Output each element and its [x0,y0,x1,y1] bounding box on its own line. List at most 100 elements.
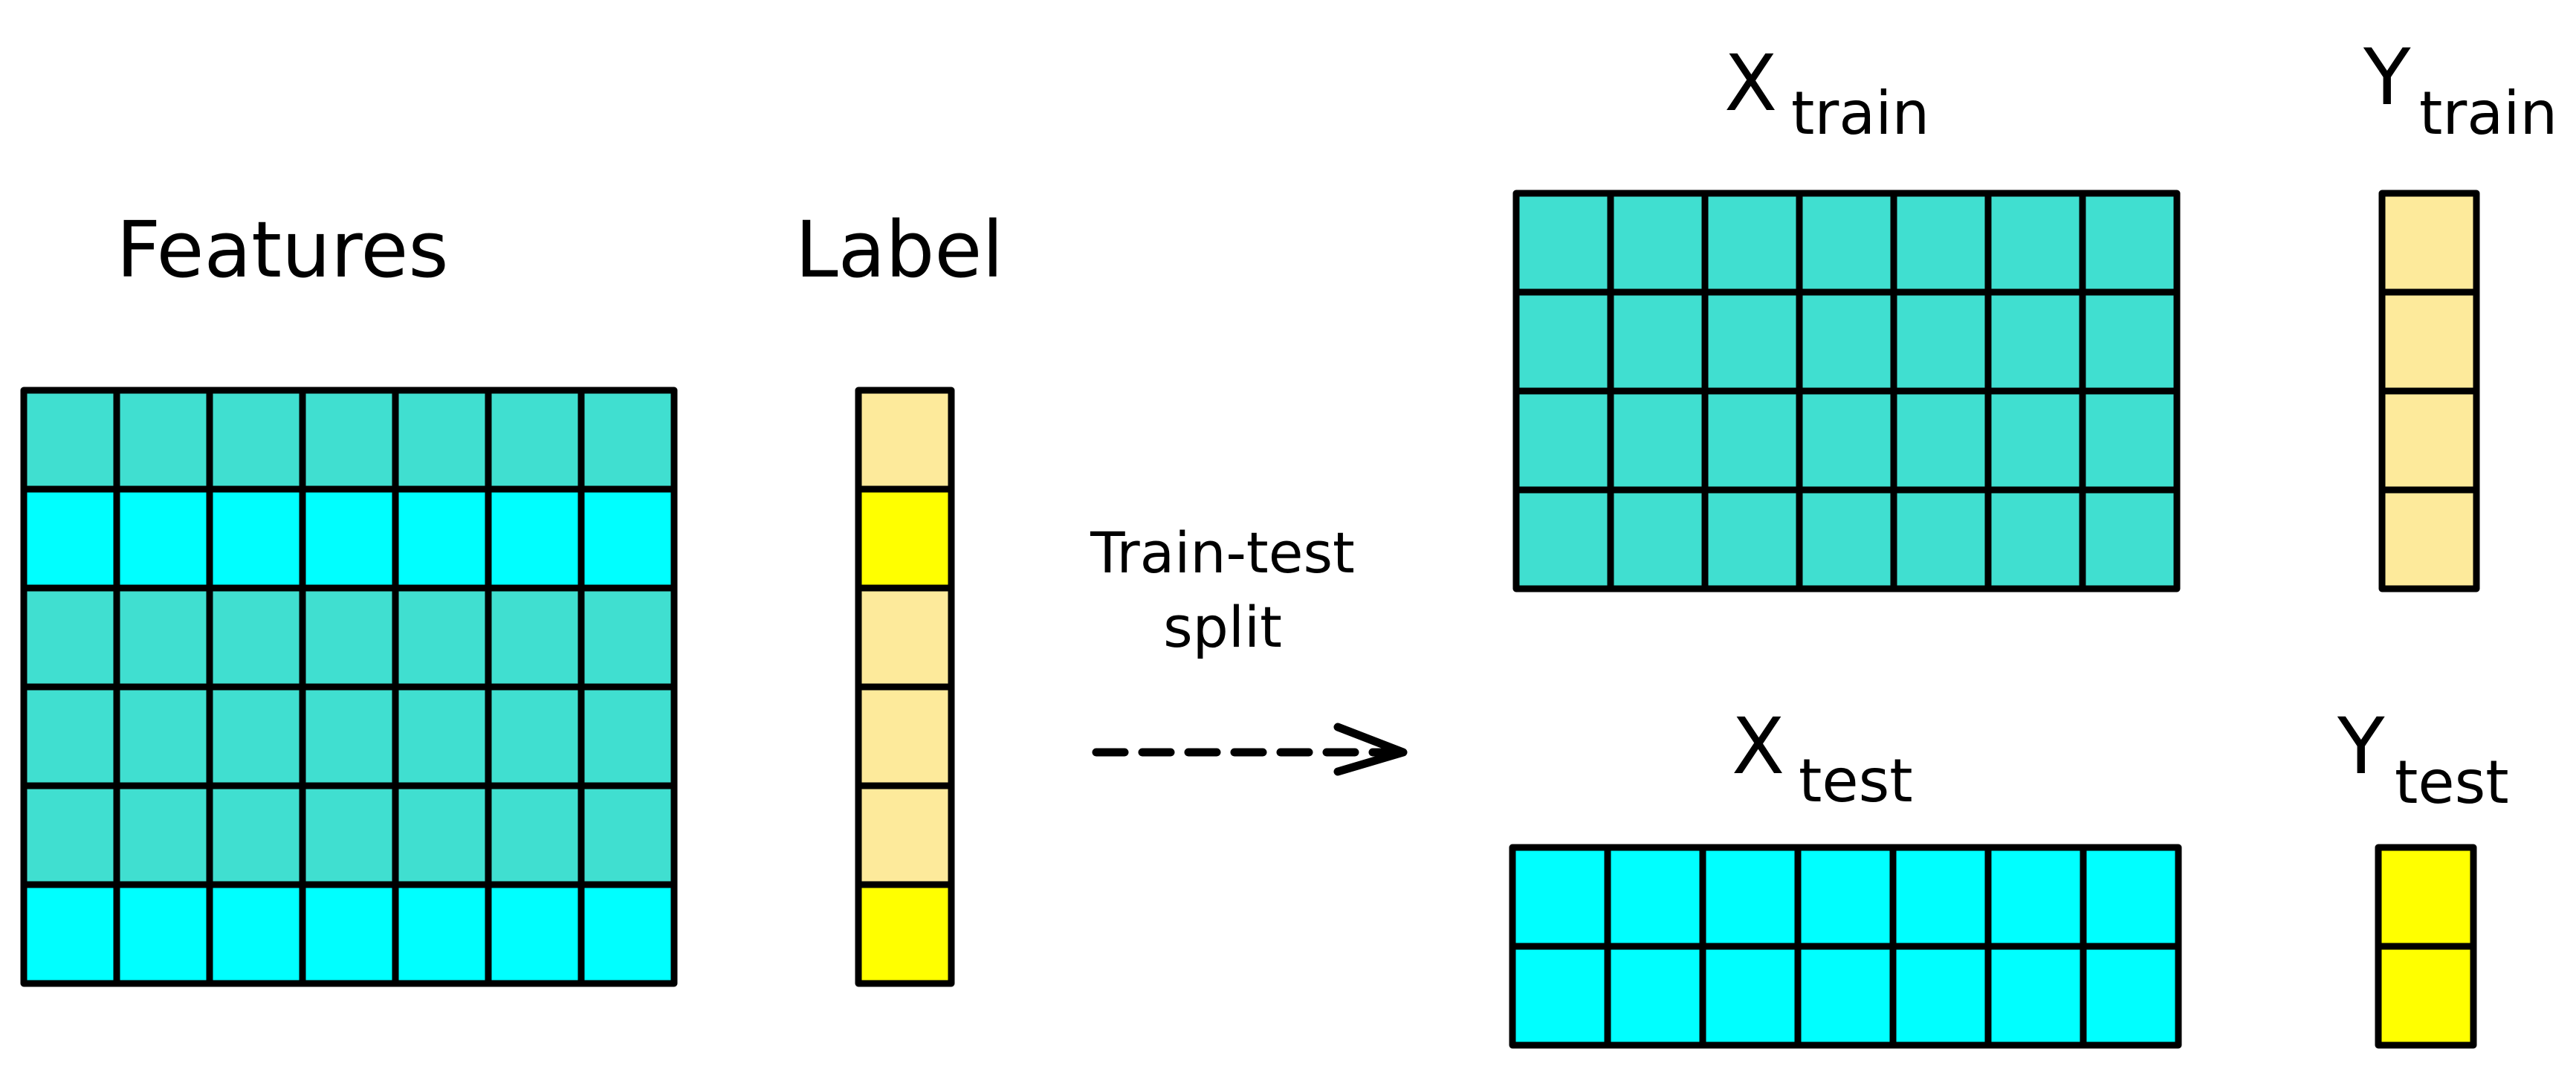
features-cell [20,485,120,592]
features-cell [392,683,492,789]
features-cell [113,782,213,888]
x-train-cell [1607,387,1709,494]
y-train-cell [2378,288,2480,395]
x-test-cell [1509,943,1611,1049]
x-test-matrix [1509,844,2182,1049]
label-column [855,387,955,987]
features-cell [113,881,213,987]
split-caption-line1: Train-test [1090,520,1355,586]
y-train-column [2378,190,2480,592]
features-cell [20,782,120,888]
y-train-cell [2378,387,2480,494]
x-train-cell [1512,486,1614,592]
x-train-cell [1796,288,1897,395]
x-train-cell [2079,387,2181,494]
x-train-title: X train [1724,38,1929,148]
y-test-title: Y test [2337,701,2509,817]
features-cell [206,782,306,888]
label-cell [855,584,955,691]
x-train-cell [1796,190,1897,296]
features-cell [206,683,306,789]
x-train-cell [1984,387,2086,494]
x-train-cell [2079,486,2181,592]
y-test-sub: test [2395,748,2509,817]
x-test-cell [1699,943,1802,1049]
features-cell [299,881,399,987]
y-test-cell [2375,844,2477,950]
features-cell [20,881,120,987]
x-train-cell [2079,288,2181,395]
y-train-sub: train [2419,79,2557,148]
features-cell [485,584,585,691]
y-test-cell [2375,943,2477,1049]
label-cell [855,881,955,987]
x-train-cell [1796,486,1897,592]
x-test-cell [1509,844,1611,950]
features-cell [299,683,399,789]
x-train-cell [1890,486,1992,592]
label-cell [855,485,955,592]
x-train-cell [1890,190,1992,296]
y-train-cell [2378,486,2480,592]
x-train-cell [1984,190,2086,296]
features-cell [577,881,678,987]
features-cell [392,485,492,592]
x-test-cell [1604,844,1706,950]
x-test-cell [1889,943,1992,1049]
x-train-cell [1607,288,1709,395]
features-cell [299,584,399,691]
features-cell [206,584,306,691]
x-train-base: X [1724,38,1777,129]
y-test-column [2375,844,2477,1049]
x-test-title: X test [1732,701,1913,815]
features-cell [113,485,213,592]
x-test-cell [1984,943,2087,1049]
y-train-title: Y train [2363,32,2557,148]
x-train-cell [1701,190,1803,296]
split-caption-line2: split [1163,594,1282,660]
label-cell [855,683,955,789]
x-test-cell [1889,844,1992,950]
features-cell [485,387,585,493]
label-cell [855,387,955,493]
features-cell [392,584,492,691]
x-train-cell [1512,288,1614,395]
features-matrix [20,387,678,987]
features-cell [20,683,120,789]
features-cell [485,485,585,592]
y-train-cell [2378,190,2480,296]
split-arrow-icon [1092,723,1408,776]
x-train-cell [1607,190,1709,296]
features-cell [206,881,306,987]
features-cell [113,683,213,789]
x-train-matrix [1512,190,2181,592]
x-test-cell [2080,844,2182,950]
features-cell [392,387,492,493]
features-cell [577,485,678,592]
x-test-base: X [1732,701,1784,792]
x-train-cell [1512,190,1614,296]
features-title: Features [116,204,448,295]
x-test-cell [1604,943,1706,1049]
x-test-cell [1984,844,2087,950]
features-cell [485,782,585,888]
x-train-cell [1984,486,2086,592]
features-cell [206,485,306,592]
x-train-cell [1701,288,1803,395]
features-cell [485,881,585,987]
features-cell [485,683,585,789]
x-train-sub: train [1791,79,1929,148]
x-train-cell [1890,387,1992,494]
features-cell [577,387,678,493]
features-cell [577,584,678,691]
features-cell [577,782,678,888]
features-cell [392,881,492,987]
x-test-sub: test [1799,746,1913,815]
x-train-cell [1984,288,2086,395]
y-test-base: Y [2337,701,2385,792]
y-train-base: Y [2363,32,2411,123]
label-cell [855,782,955,888]
x-train-cell [2079,190,2181,296]
features-cell [113,584,213,691]
